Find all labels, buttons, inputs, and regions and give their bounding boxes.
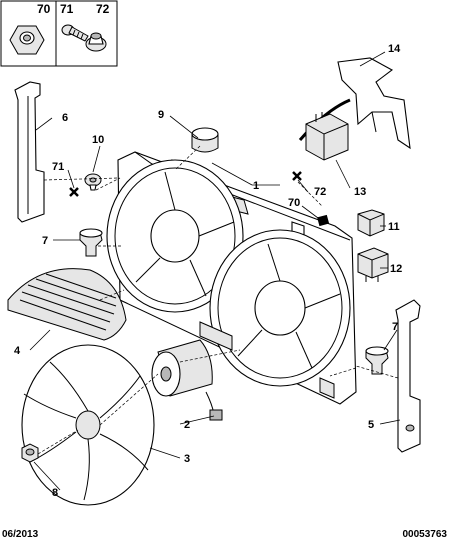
- callout-3: 3: [184, 453, 190, 465]
- leader-lines: [29, 51, 401, 491]
- inset-label-71: 71: [60, 2, 74, 16]
- inset-label-70: 70: [37, 2, 51, 16]
- screw-marker-71: [69, 187, 79, 197]
- callout-14: 14: [388, 43, 401, 55]
- left-bracket-strip: [14, 81, 45, 223]
- callout-8: 8: [52, 487, 58, 499]
- wiring-bracket: [298, 57, 411, 150]
- bolt-marker-72: [292, 171, 302, 181]
- control-module: [305, 112, 349, 161]
- fan-motor: [151, 339, 223, 421]
- screw-icon: [61, 24, 89, 42]
- callout-labels: 1 2 3 4 5 6 7 7 8 9 10 11 12 13 14 70 71…: [14, 43, 402, 499]
- rubber-mount: [191, 127, 219, 153]
- right-bracket-strip: [395, 299, 421, 453]
- nut-icon: [9, 25, 45, 55]
- inset-label-72: 72: [96, 2, 110, 16]
- bolt-icon: [85, 32, 107, 52]
- hardware-inset: 70 71 72: [0, 0, 118, 67]
- blade-nut: [21, 443, 39, 463]
- callout-9: 9: [158, 109, 164, 121]
- grommet: [84, 173, 102, 191]
- callout-71: 71: [52, 161, 64, 173]
- relay-11: [357, 209, 385, 237]
- push-clip-right: [365, 346, 389, 375]
- inset-frame: [0, 0, 118, 67]
- callout-4: 4: [14, 345, 21, 357]
- callout-13: 13: [354, 186, 366, 198]
- callout-6: 6: [62, 112, 68, 124]
- callout-1: 1: [253, 180, 259, 192]
- fan-shroud: [106, 151, 357, 405]
- callout-2: 2: [184, 419, 190, 431]
- relay-12: [357, 247, 389, 282]
- callout-10: 10: [92, 134, 104, 146]
- callout-7-left: 7: [42, 235, 48, 247]
- assembly-lines: [37, 145, 399, 455]
- footer-reference-number: 00053763: [402, 529, 448, 540]
- callout-7-right: 7: [392, 321, 398, 333]
- callout-5: 5: [368, 419, 374, 431]
- callout-12: 12: [390, 263, 402, 275]
- grille-cover: [7, 268, 127, 341]
- push-clip-left: [79, 228, 103, 257]
- callout-70: 70: [288, 197, 300, 209]
- nut-marker-70: [317, 214, 330, 227]
- fan-blade: [21, 344, 155, 506]
- callout-72: 72: [314, 186, 326, 198]
- callout-11: 11: [388, 221, 400, 233]
- footer-date: 06/2013: [2, 529, 39, 540]
